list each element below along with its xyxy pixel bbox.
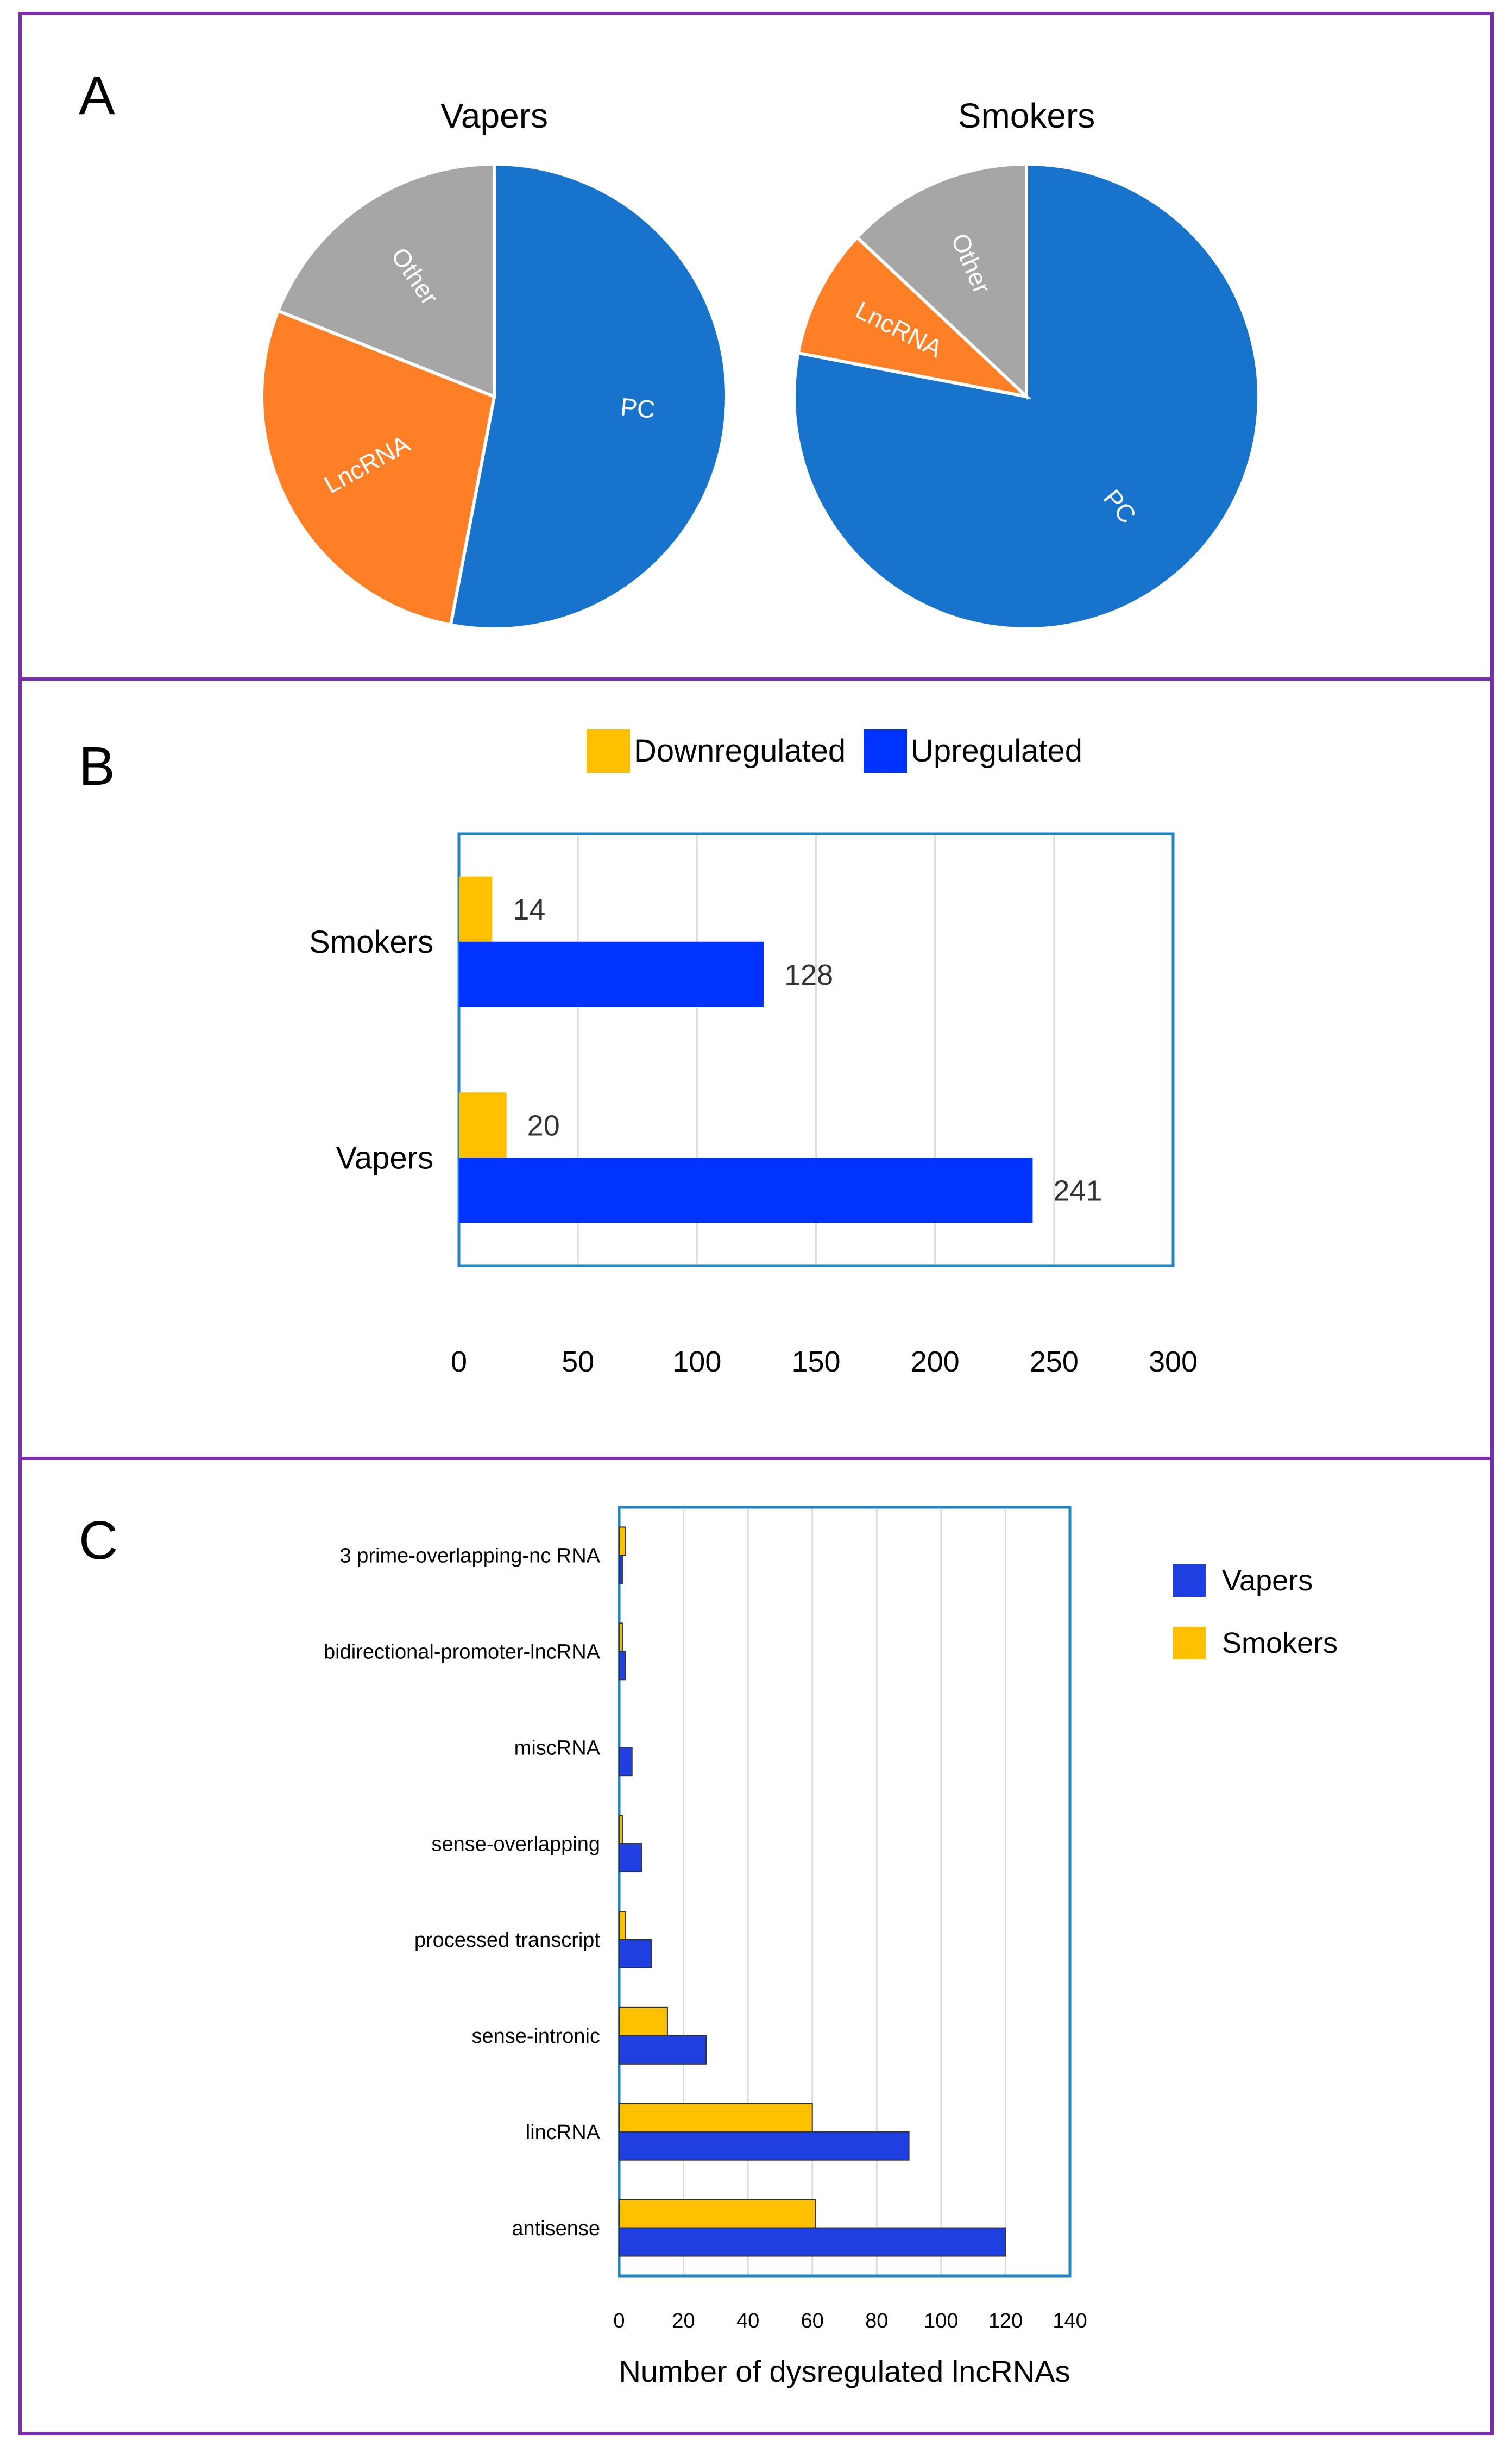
legend-b: Downregulated Upregulated <box>587 729 1082 773</box>
chart-c-category-label: bidirectional-promoter-lncRNA <box>324 1641 601 1664</box>
panel-b-letter: B <box>79 736 115 797</box>
chart-c-tick-label: 40 <box>736 2310 759 2332</box>
chart-c-lncrna-types: 0 20 40 60 80 100 120 140 3 prime-overlapping-nc… <box>324 1506 1338 2388</box>
chart-c-category-label: sense-overlapping <box>431 1833 600 1855</box>
legend-label-downregulated: Downregulated <box>634 733 846 769</box>
legend-swatch-vapers <box>1173 1564 1206 1597</box>
legend-swatch-smokers <box>1173 1627 1206 1659</box>
chart-b-tick-label: 300 <box>1149 1345 1198 1378</box>
chart-b-tick-label: 150 <box>791 1345 840 1378</box>
pie-slice-vapers-other <box>276 162 496 399</box>
chart-c-tick-label: 140 <box>1053 2310 1087 2332</box>
legend-swatch-downregulated <box>587 729 630 773</box>
chart-c-bar-vapers-antisense <box>619 2227 1006 2257</box>
legend-label-upregulated: Upregulated <box>911 733 1082 769</box>
chart-c-tick-label: 80 <box>865 2310 888 2332</box>
chart-c-bar-smokers-sense-intronic <box>619 2006 668 2036</box>
chart-b-category-label: Vapers <box>336 1141 433 1176</box>
chart-c-bar-vapers-lincrna <box>619 2131 910 2161</box>
panel-b-frame <box>18 677 1494 1460</box>
chart-c-category-label: lincRNA <box>526 2121 601 2144</box>
legend-label-vapers: Vapers <box>1222 1564 1313 1597</box>
chart-c-tick-label: 100 <box>924 2310 958 2332</box>
pie-slice-vapers-lncrna <box>260 309 496 627</box>
legend-swatch-upregulated <box>864 729 907 773</box>
chart-c-category-label: processed transcript <box>414 1929 601 1952</box>
chart-b-tick-label: 50 <box>562 1345 594 1378</box>
chart-c-category-label: 3 prime-overlapping-nc RNA <box>340 1545 601 1568</box>
chart-b-tick-label: 0 <box>451 1345 467 1378</box>
chart-c-plot-area <box>618 1506 1072 2278</box>
chart-c-tick-label: 120 <box>988 2310 1023 2332</box>
chart-b-plot-area <box>457 832 1175 1267</box>
pie-title-vapers: Vapers <box>440 96 548 135</box>
chart-c-bar-vapers-processed-transcript <box>619 1939 652 1968</box>
panel-c-letter: C <box>79 1510 118 1571</box>
panel-a-letter: A <box>79 65 115 126</box>
chart-c-bar-smokers-processed-transcript <box>619 1910 626 1940</box>
chart-c-category-label: miscRNA <box>514 1737 601 1759</box>
pie-slice-smokers-other <box>854 162 1028 400</box>
chart-b-value-label: 20 <box>527 1110 560 1142</box>
chart-c-tick-label: 0 <box>613 2310 625 2332</box>
chart-b-category-label: Smokers <box>309 924 433 960</box>
chart-b-bar-upregulated-vapers <box>459 1158 1033 1223</box>
panel-a-frame <box>18 12 1494 681</box>
legend-label-smokers: Smokers <box>1222 1627 1338 1659</box>
chart-c-bar-vapers-3-prime-overlapping-nc-rna <box>619 1555 623 1584</box>
chart-c-bar-vapers-bidirectional-promoter-lncrna <box>619 1651 626 1681</box>
chart-c-bar-vapers-miscrna <box>619 1747 633 1777</box>
chart-c-tick-label: 60 <box>801 2310 824 2332</box>
chart-b-value-label: 128 <box>784 959 833 991</box>
chart-b-tick-label: 100 <box>672 1345 721 1378</box>
chart-c-category-label: antisense <box>512 2217 600 2240</box>
chart-b-value-label: 14 <box>513 894 545 926</box>
chart-c-x-axis-title: Number of dysregulated lncRNAs <box>619 2354 1070 2388</box>
chart-c-bar-vapers-sense-intronic <box>619 2035 707 2065</box>
chart-c-bar-smokers-lincrna <box>619 2103 813 2133</box>
chart-c-bar-smokers-3-prime-overlapping-nc-rna <box>619 1526 626 1556</box>
chart-b-bar-downregulated-smokers <box>459 876 493 942</box>
chart-c-bar-smokers-sense-overlapping <box>619 1815 623 1845</box>
chart-b-bar-upregulated-smokers <box>459 941 764 1007</box>
chart-c-bar-smokers-bidirectional-promoter-lncrna <box>619 1622 623 1652</box>
chart-b-tick-label: 250 <box>1030 1345 1079 1378</box>
pie-slice-vapers-pc <box>449 162 728 631</box>
chart-c-category-label: sense-intronic <box>471 2025 600 2048</box>
pie-slice-smokers-lncrna <box>796 235 1032 399</box>
pie-label-vapers-pc: PC <box>619 392 657 424</box>
chart-b-tick-label: 200 <box>911 1345 960 1378</box>
chart-c-bar-smokers-antisense <box>619 2199 816 2229</box>
chart-c-tick-label: 20 <box>672 2310 695 2332</box>
pie-title-smokers: Smokers <box>958 96 1095 135</box>
chart-c-bar-vapers-sense-overlapping <box>619 1843 642 1873</box>
chart-b-regulation: Downregulated Upregulated 0 50 100 150 200 250 3… <box>309 729 1198 1378</box>
chart-b-value-label: 241 <box>1053 1175 1102 1207</box>
chart-b-bar-downregulated-vapers <box>459 1092 507 1158</box>
panel-c-frame <box>18 1457 1494 2435</box>
